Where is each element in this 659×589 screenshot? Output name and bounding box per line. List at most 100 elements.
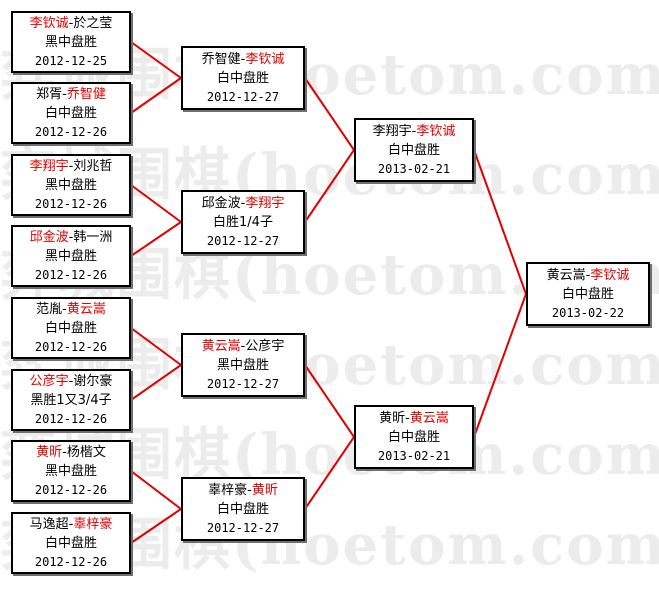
bracket-line: [130, 364, 182, 401]
match-box: 郑胥-乔智健 白中盘胜 2012-12-26: [11, 82, 131, 144]
match-players: 黄昕-杨楷文: [36, 444, 106, 460]
bracket-line: [130, 221, 182, 257]
player-name: 杨楷文: [66, 444, 106, 460]
match-box: 范胤-黄云嵩 白中盘胜 2012-12-26: [11, 297, 131, 359]
player-name: 黄昕: [36, 444, 63, 460]
player-name: 李翔宇: [245, 195, 285, 211]
bracket-line: [304, 77, 355, 151]
match-result: 白中盘胜: [216, 501, 269, 517]
match-box: 乔智健-李钦诚 白中盘胜 2012-12-27: [181, 46, 305, 110]
bracket-line: [304, 436, 355, 510]
match-players: 李钦诚-於之莹: [29, 15, 113, 31]
match-date: 2012-12-27: [206, 89, 280, 104]
match-players: 乔智健-李钦诚: [201, 51, 285, 67]
bracket-line: [130, 41, 182, 79]
player-name: 李翔宇: [372, 123, 412, 139]
match-result: 黑中盘胜: [44, 463, 97, 479]
match-date: 2012-12-26: [34, 124, 108, 139]
match-box: 辜梓豪-黄昕 白中盘胜 2012-12-27: [181, 477, 305, 541]
match-date: 2012-12-26: [34, 411, 108, 426]
match-result: 白中盘胜: [561, 286, 614, 302]
bracket-line: [473, 293, 527, 438]
match-date: 2012-12-27: [206, 520, 280, 535]
bracket-line: [130, 77, 182, 114]
player-name: 李钦诚: [416, 123, 456, 139]
match-date: 2012-12-26: [34, 482, 108, 497]
match-players: 黄昕-黄云嵩: [379, 410, 449, 426]
match-box: 黄昕-黄云嵩 白中盘胜 2013-02-21: [354, 405, 474, 469]
player-name: 韩一洲: [73, 229, 113, 245]
match-date: 2013-02-22: [551, 305, 625, 320]
match-result: 黑中盘胜: [216, 357, 269, 373]
player-name: 刘兆哲: [73, 158, 113, 174]
match-box: 邱金波-韩一洲 黑中盘胜 2012-12-26: [11, 225, 131, 287]
match-result: 白中盘胜: [387, 429, 440, 445]
match-box: 李翔宇-李钦诚 白中盘胜 2013-02-21: [354, 118, 474, 182]
match-players: 马逸超-辜梓豪: [29, 516, 113, 532]
player-name: 黄昕: [251, 482, 278, 498]
match-result: 白中盘胜: [44, 105, 97, 121]
player-name: 李翔宇: [29, 158, 69, 174]
player-name: 李钦诚: [590, 267, 630, 283]
match-players: 邱金波-李翔宇: [201, 195, 285, 211]
bracket-line: [130, 508, 182, 544]
bracket-line: [130, 184, 182, 223]
player-name: 黄云嵩: [66, 301, 106, 317]
match-date: 2012-12-26: [34, 554, 108, 569]
match-result: 白中盘胜: [44, 535, 97, 551]
match-date: 2012-12-27: [206, 233, 280, 248]
match-box: 李钦诚-於之莹 黑中盘胜 2012-12-25: [11, 11, 131, 73]
match-result: 黑中盘胜: [44, 34, 97, 50]
match-result: 白中盘胜: [44, 320, 97, 336]
match-box: 黄云嵩-公彦宇 黑中盘胜 2012-12-27: [181, 333, 305, 397]
player-name: 黄云嵩: [201, 338, 241, 354]
match-players: 黄云嵩-李钦诚: [546, 267, 630, 283]
bracket-line: [130, 327, 182, 366]
match-date: 2013-02-21: [377, 448, 451, 463]
match-date: 2012-12-26: [34, 196, 108, 211]
match-result: 白中盘胜: [216, 70, 269, 86]
match-date: 2012-12-26: [34, 339, 108, 354]
match-date: 2012-12-25: [34, 53, 108, 68]
player-name: 李钦诚: [245, 51, 285, 67]
match-players: 黄云嵩-公彦宇: [201, 338, 285, 354]
match-players: 李翔宇-刘兆哲: [29, 158, 113, 174]
player-name: 公彦宇: [29, 373, 69, 389]
match-date: 2012-12-27: [206, 376, 280, 391]
player-name: 谢尔豪: [73, 373, 113, 389]
match-players: 李翔宇-李钦诚: [372, 123, 456, 139]
player-name: 辜梓豪: [208, 482, 248, 498]
player-name: 黄昕: [379, 410, 406, 426]
match-box: 邱金波-李翔宇 白胜1/4子 2012-12-27: [181, 190, 305, 254]
player-name: 乔智健: [201, 51, 241, 67]
player-name: 郑胥: [36, 86, 63, 102]
match-box: 公彦宇-谢尔豪 黑胜1又3/4子 2012-12-26: [11, 369, 131, 431]
player-name: 公彦宇: [245, 338, 285, 354]
player-name: 邱金波: [201, 195, 241, 211]
player-name: 马逸超: [29, 516, 69, 532]
player-name: 李钦诚: [29, 15, 69, 31]
match-players: 邱金波-韩一洲: [29, 229, 113, 245]
player-name: 邱金波: [29, 229, 69, 245]
bracket-line: [304, 364, 355, 438]
player-name: 黄云嵩: [546, 267, 586, 283]
match-result: 白胜1/4子: [213, 214, 273, 230]
match-players: 辜梓豪-黄昕: [208, 482, 278, 498]
player-name: 范胤: [36, 301, 63, 317]
player-name: 於之莹: [73, 15, 113, 31]
match-result: 黑中盘胜: [44, 248, 97, 264]
bracket-line: [130, 470, 182, 510]
match-box: 黄昕-杨楷文 黑中盘胜 2012-12-26: [11, 440, 131, 502]
bracket-line: [473, 149, 527, 295]
match-players: 公彦宇-谢尔豪: [29, 373, 113, 389]
bracket-line: [304, 149, 355, 223]
match-result: 黑中盘胜: [44, 177, 97, 193]
match-players: 范胤-黄云嵩: [36, 301, 106, 317]
player-name: 黄云嵩: [409, 410, 449, 426]
player-name: 乔智健: [66, 86, 106, 102]
match-result: 白中盘胜: [387, 142, 440, 158]
match-date: 2012-12-26: [34, 267, 108, 282]
match-box: 李翔宇-刘兆哲 黑中盘胜 2012-12-26: [11, 154, 131, 216]
match-box: 马逸超-辜梓豪 白中盘胜 2012-12-26: [11, 512, 131, 574]
player-name: 辜梓豪: [73, 516, 113, 532]
